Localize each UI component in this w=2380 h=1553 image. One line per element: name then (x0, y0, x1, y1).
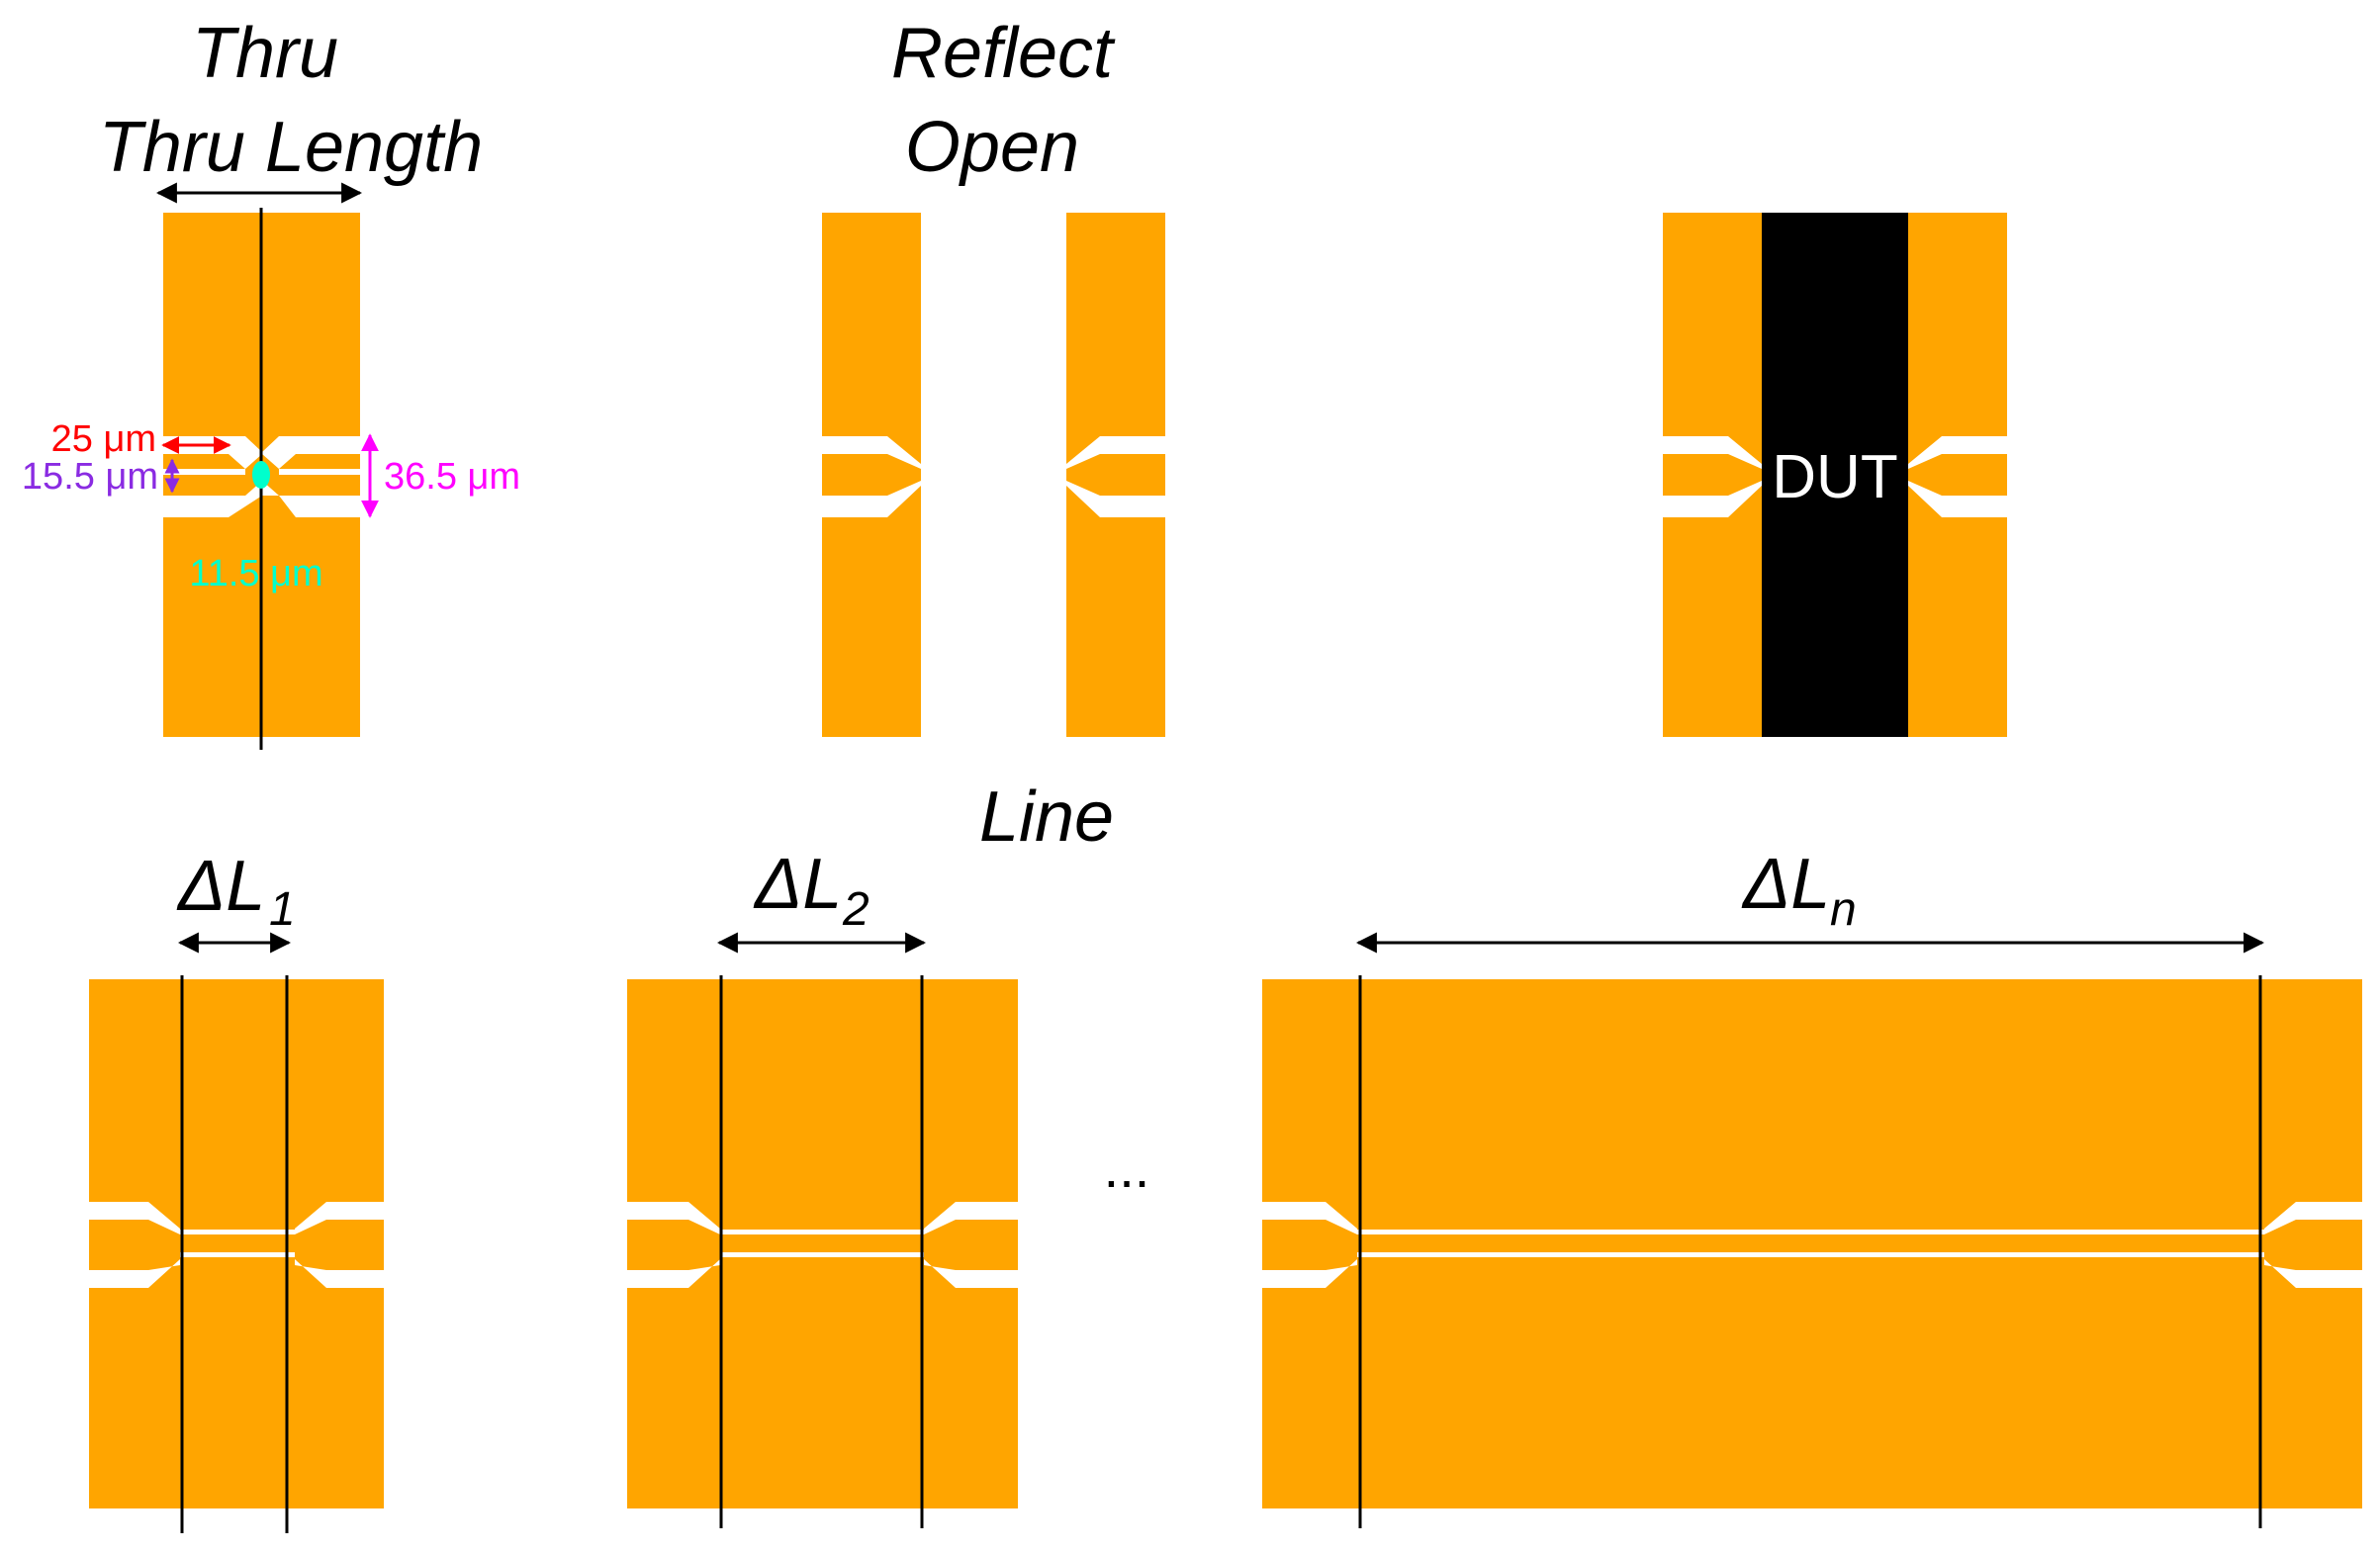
dut-label: DUT (1772, 443, 1897, 511)
line1-upper-gap (180, 1230, 295, 1234)
reflect-left-metal (822, 213, 921, 737)
reflect-right-lower-slot (1066, 481, 1165, 517)
gap-length-label: 25 μm (51, 418, 156, 460)
line2-left-lower-slot (627, 1259, 720, 1288)
line2-lower-gap (720, 1252, 924, 1257)
line1-lower-gap (180, 1252, 295, 1257)
dut-right-lower-slot (1908, 481, 2007, 517)
line2-right-upper-slot (924, 1202, 1018, 1234)
linen-lower-gap (1357, 1252, 2264, 1257)
delta-l2-subscript: 2 (842, 883, 870, 936)
delta-l2-label: ΔL (753, 845, 842, 924)
reflect-title: Reflect (891, 14, 1116, 93)
linen-right-lower-slot (2264, 1259, 2362, 1288)
delta-l1-subscript: 1 (269, 883, 296, 936)
line2-metal (627, 979, 1018, 1508)
line-standard-2: ΔL 2 (627, 845, 1018, 1528)
dut-block (1762, 213, 1908, 737)
thru-annotations: 25 μm 15.5 μm 36.5 μm 11.5 μm (22, 418, 520, 594)
dut-left-upper-slot (1663, 436, 1762, 469)
strip-width-label: 15.5 μm (22, 456, 158, 498)
open-label: Open (905, 108, 1079, 187)
line-standard-n: ΔL n (1262, 845, 2362, 1528)
delta-l1-label: ΔL (176, 847, 265, 926)
thru-lower-slot (163, 481, 360, 517)
thru-left-gap-top (163, 469, 245, 475)
thru-title: Thru (192, 14, 338, 93)
center-width-label: 11.5 μm (189, 553, 322, 594)
more-lines-ellipsis: ... (1104, 1137, 1150, 1199)
reflect-left-lower-slot (822, 481, 921, 517)
reflect-left-upper-slot (822, 436, 921, 469)
line1-right-upper-slot (295, 1202, 384, 1234)
reflect-right-metal (1066, 213, 1165, 737)
line1-left-lower-slot (89, 1259, 180, 1288)
linen-left-upper-slot (1262, 1202, 1357, 1234)
linen-upper-gap (1357, 1230, 2264, 1234)
line-standard-1: ΔL 1 (89, 847, 384, 1533)
linen-right-upper-slot (2264, 1202, 2362, 1234)
dut-standard: DUT (1663, 213, 2007, 737)
reflect-right-upper-slot (1066, 436, 1165, 469)
line1-right-lower-slot (295, 1259, 384, 1288)
line1-left-upper-slot (89, 1202, 180, 1234)
line2-left-upper-slot (627, 1202, 720, 1234)
thru-center-marker (252, 461, 270, 489)
delta-ln-label: ΔL (1741, 845, 1830, 924)
thru-length-label: Thru Length (99, 108, 483, 187)
delta-ln-subscript: n (1830, 883, 1857, 936)
line-title: Line (979, 777, 1114, 857)
dut-right-upper-slot (1908, 436, 2007, 469)
thru-right-gap-top (279, 469, 360, 475)
total-width-label: 36.5 μm (384, 456, 520, 498)
linen-metal (1262, 979, 2362, 1508)
line2-upper-gap (720, 1230, 924, 1234)
reflect-standard (822, 213, 1165, 737)
thru-standard (155, 182, 363, 750)
line2-right-lower-slot (924, 1259, 1018, 1288)
dut-left-lower-slot (1663, 481, 1762, 517)
linen-left-lower-slot (1262, 1259, 1357, 1288)
line1-metal (89, 979, 384, 1508)
